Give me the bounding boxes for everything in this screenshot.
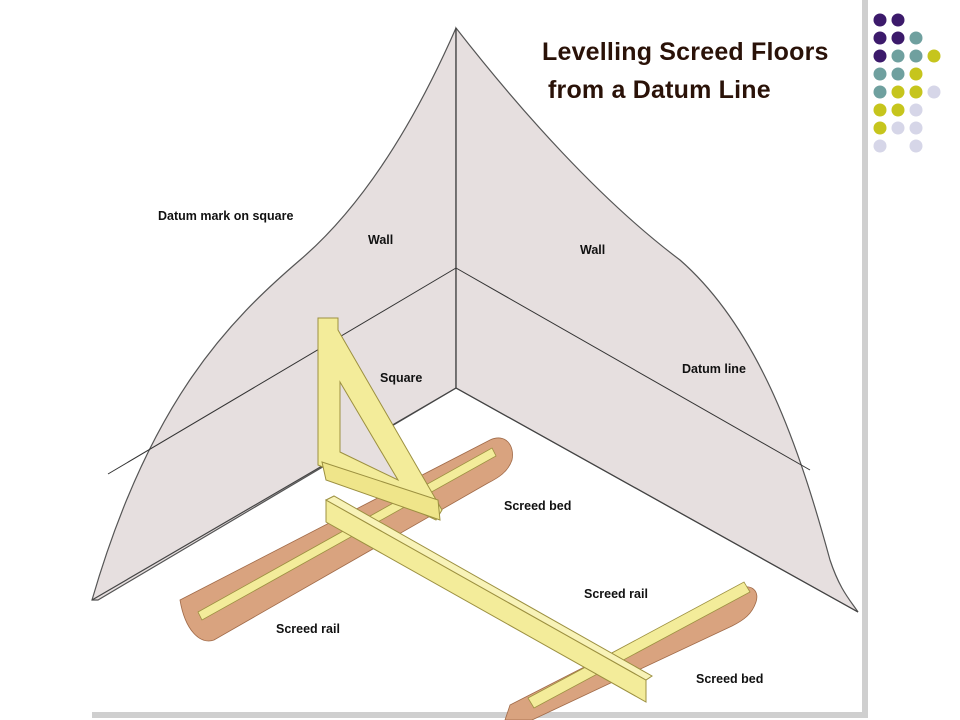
label-screed-bed-lower: Screed bed [696,672,764,686]
decorative-dot [873,31,887,45]
label-screed-rail-left: Screed rail [276,622,340,636]
decorative-dot [927,49,941,63]
label-square: Square [380,371,423,385]
left-wall [91,27,457,601]
label-screed-bed-upper: Screed bed [504,499,572,513]
decorative-dot [927,85,941,99]
decorative-dot [873,121,887,135]
decorative-dot [873,13,887,27]
label-wall-left: Wall [368,233,394,247]
decorative-dot [909,103,923,117]
datum-line-left [107,267,457,475]
floor-junction-right [455,387,859,613]
decorative-dot [873,49,887,63]
decorative-dot [909,49,923,63]
decorative-dot [891,67,905,81]
decorative-dot [891,85,905,99]
decorative-dot [891,49,905,63]
decorative-dot [909,139,923,153]
decorative-dot [873,67,887,81]
screed-rail-right [527,581,751,709]
label-wall-right: Wall [580,243,606,257]
square-frame-opening [339,380,400,482]
straight-edge-beam-top [324,495,653,681]
slide-title-line1: Levelling Screed Floors [542,38,829,66]
label-datum-mark: Datum mark on square [158,209,294,223]
square-foot [321,461,441,521]
floor-junction-left [91,387,457,601]
decorative-dot [873,139,887,153]
slide-right-shadow [862,0,868,716]
decorative-dot [891,31,905,45]
decorative-dot [891,121,905,135]
label-datum-line: Datum line [682,362,746,376]
decorative-dot [909,31,923,45]
decorative-dot [891,103,905,117]
right-wall [455,26,859,613]
label-screed-rail-right: Screed rail [584,587,648,601]
decorative-dot-grid [873,13,941,153]
decorative-dot [909,121,923,135]
decorative-dot [909,67,923,81]
decorative-dot [909,85,923,99]
datum-line-right [455,267,811,471]
decorative-dot [891,13,905,27]
slide-bottom-shadow [92,712,868,718]
straight-edge-beam [325,499,647,703]
slide-title-line2: from a Datum Line [548,76,771,104]
decorative-dot [873,103,887,117]
decorative-dot [873,85,887,99]
